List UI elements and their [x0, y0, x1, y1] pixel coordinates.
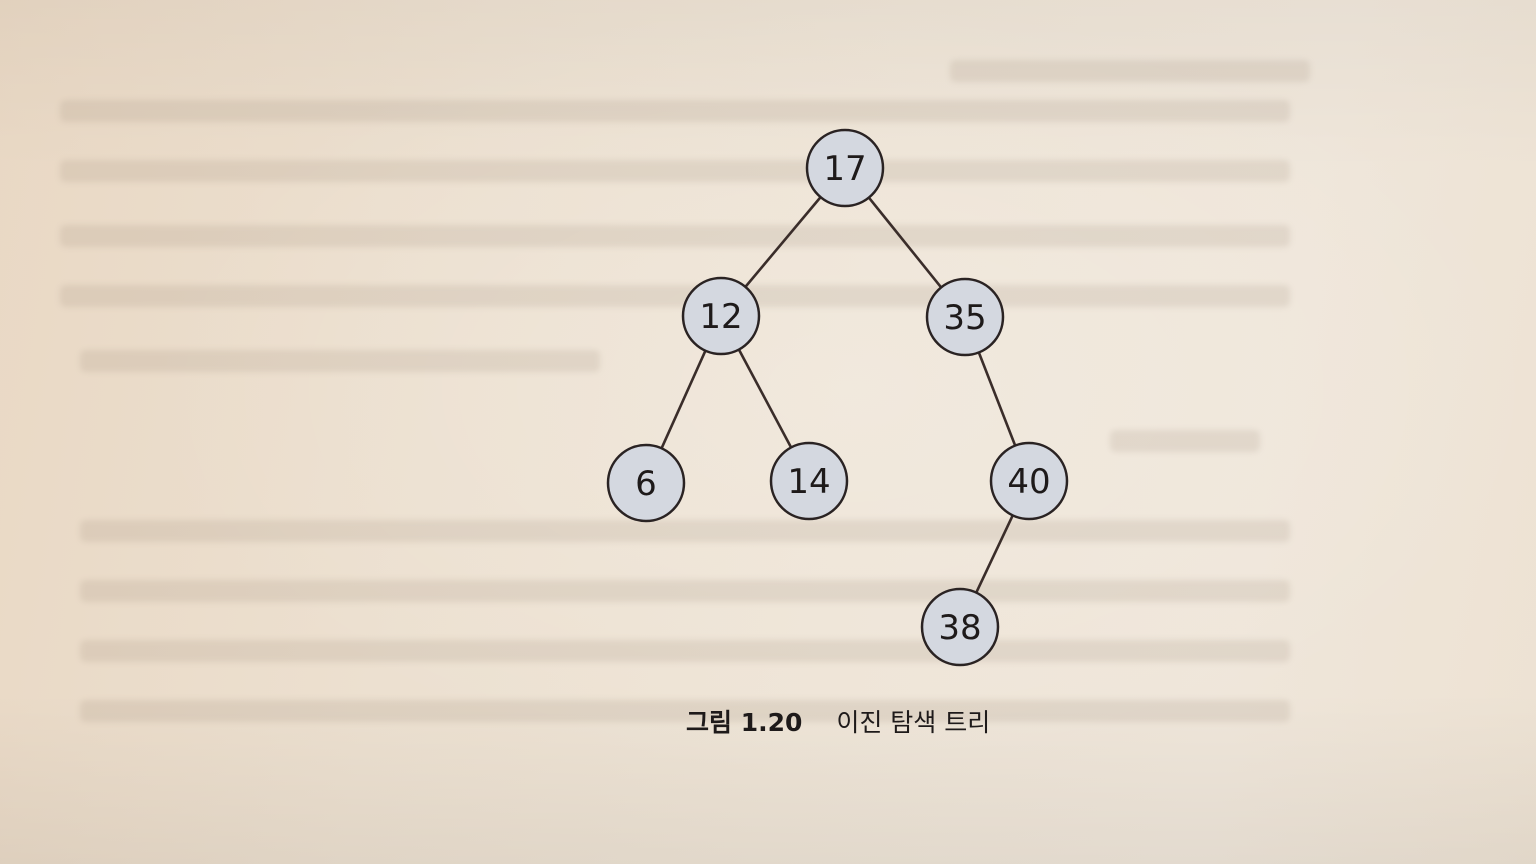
- node-label: 14: [787, 462, 830, 502]
- node-circle: [989, 441, 1069, 521]
- node-circle: [681, 276, 761, 356]
- node-circle: [606, 443, 686, 523]
- node-label: 40: [1007, 462, 1050, 502]
- tree-nodes: 17 12 35 6 14 40 38: [606, 128, 1069, 667]
- figure-title: 이진 탐색 트리: [836, 708, 991, 737]
- node-circle: [920, 587, 1000, 667]
- node-label: 38: [938, 608, 981, 648]
- node-circle: [925, 277, 1005, 357]
- tree-node-6: 6: [606, 443, 686, 523]
- figure-caption: 그림 1.20 이진 탐색 트리: [686, 703, 990, 739]
- tree-node-35: 35: [925, 277, 1005, 357]
- edge-n12-n14: [737, 348, 793, 449]
- edge-n35-n40: [977, 351, 1017, 447]
- node-circle: [805, 128, 885, 208]
- tree-node-12: 12: [681, 276, 761, 356]
- tree-node-40: 40: [989, 441, 1069, 521]
- node-circle: [769, 441, 849, 521]
- edge-n40-n38: [975, 514, 1014, 594]
- tree-node-14: 14: [769, 441, 849, 521]
- node-label: 12: [699, 297, 742, 337]
- figure-number: 그림 1.20: [686, 708, 803, 737]
- edge-n12-n6: [660, 350, 707, 449]
- node-label: 17: [823, 149, 866, 189]
- node-label: 35: [943, 298, 986, 338]
- edge-n17-n35: [867, 196, 943, 289]
- tree-edges: [660, 196, 1017, 594]
- edge-n17-n12: [744, 196, 822, 288]
- node-label: 6: [635, 464, 657, 504]
- tree-node-38: 38: [920, 587, 1000, 667]
- tree-node-17: 17: [805, 128, 885, 208]
